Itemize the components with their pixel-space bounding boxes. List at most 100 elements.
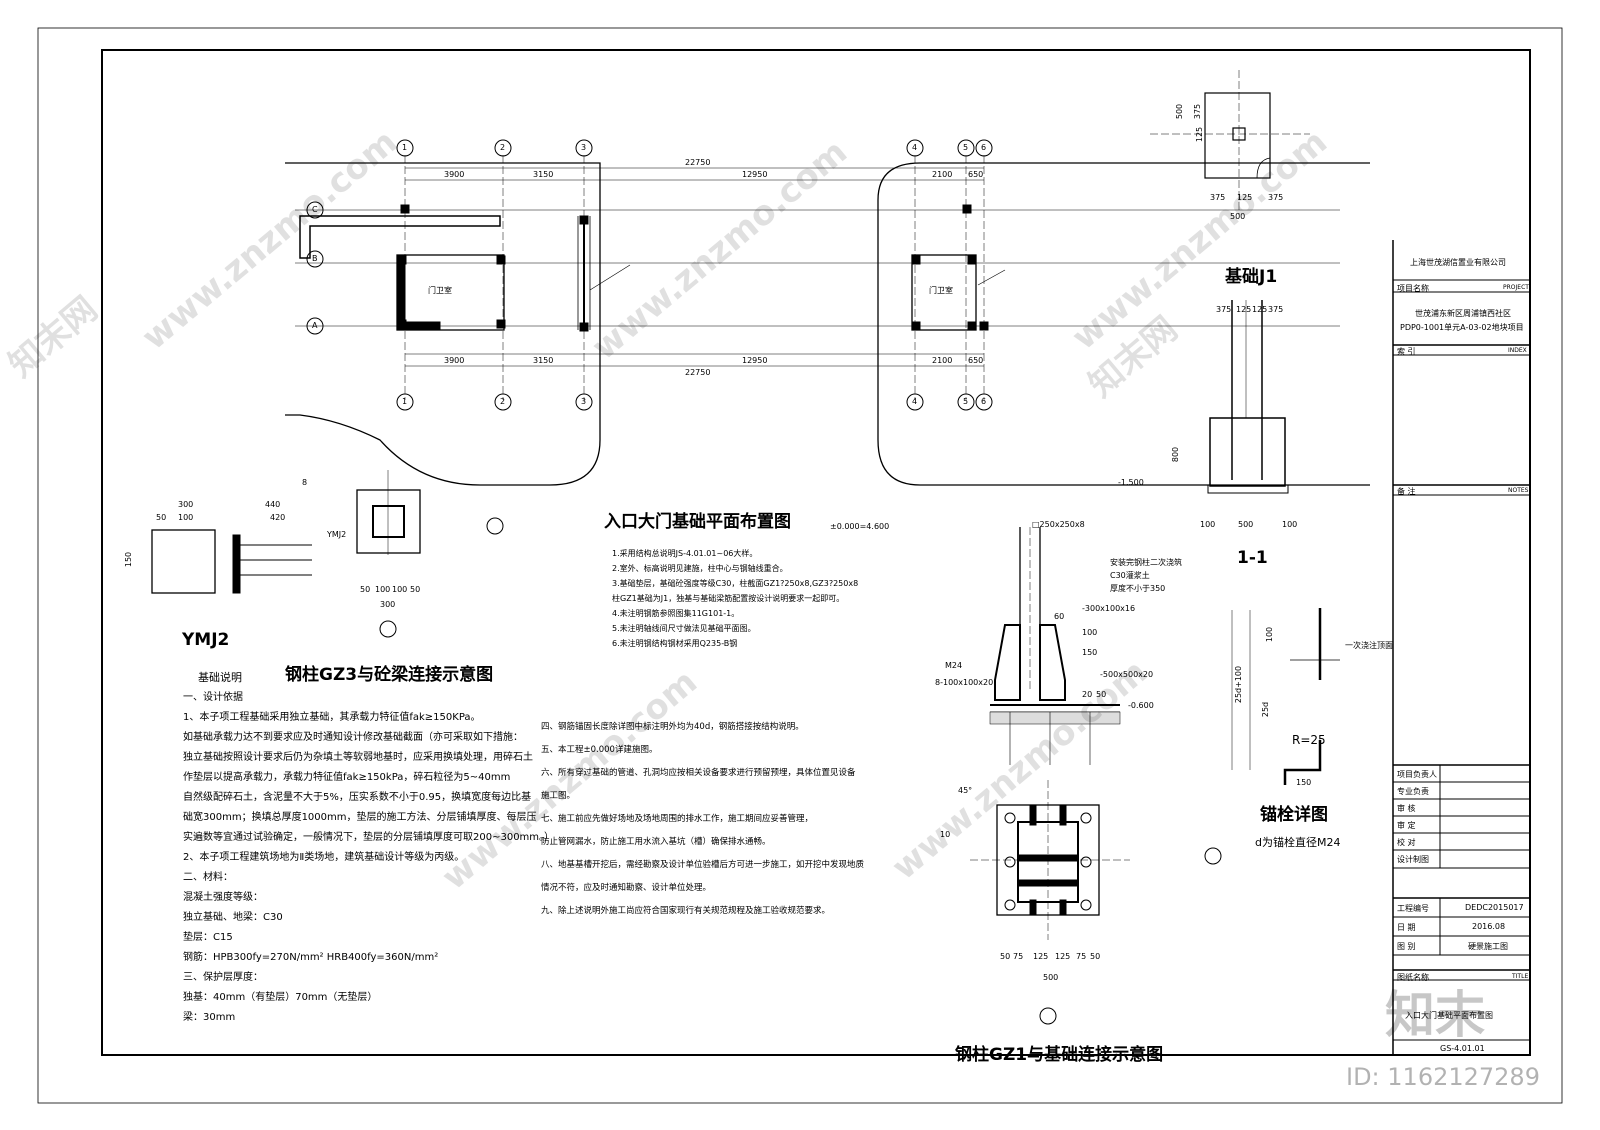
foundation-notes: 一、设计依据 1、本子项工程基础采用独立基础，其承载力特征值fak≥150KPa… (183, 688, 554, 1028)
gz3-label-8: 8 (302, 478, 308, 487)
date-label: 日 期 (1397, 923, 1416, 932)
ymj2-dim-420: 420 (270, 513, 286, 522)
note-line: 自然级配碎石土，含泥量不大于5%，压实系数不小于0.95，换填宽度每边比基 (183, 792, 532, 803)
axis-label-a: A (312, 321, 318, 330)
gz3-dim-50b: 50 (410, 585, 421, 594)
ymj2-dim-440: 440 (265, 500, 281, 509)
dim-3900-bottom: 3900 (444, 356, 465, 365)
watermark-id: ID: 1162127289 (1346, 1063, 1540, 1091)
note-line: 一、设计依据 (183, 692, 243, 703)
j1-dim-375-b: 375 (1210, 193, 1226, 202)
axis-label-4b: 4 (912, 397, 918, 406)
plan-title: 入口大门基础平面布置图 (604, 512, 791, 532)
plan-notes: 1.采用结构总说明JS-4.01.01~06大样。 2.室外、标高说明见建施，柱… (612, 546, 858, 651)
axis-label-1: 1 (402, 143, 408, 152)
gz1-dim-50a: 50 (1000, 952, 1011, 961)
section-title: 1-1 (1237, 548, 1268, 568)
axis-label-5b: 5 (963, 397, 969, 406)
section-dim-100-b: 100 (1282, 520, 1298, 529)
axis-label-b: B (312, 254, 318, 263)
watermark-logo: 知末 (1385, 986, 1485, 1044)
gz1-label-c30: C30灌浆土 (1110, 571, 1150, 580)
axis-label-6b: 6 (981, 397, 987, 406)
dim-2100-bottom: 2100 (932, 356, 953, 365)
role-drafter: 设计制图 (1397, 855, 1429, 864)
room-left-label: 门卫室 (428, 286, 452, 295)
drawing-name-label: 图纸名称 (1397, 973, 1429, 982)
j1-dim-125-b: 125 (1237, 193, 1253, 202)
section-elev: -1.500 (1118, 478, 1144, 487)
anchor-radius: R=25 (1292, 733, 1326, 747)
note-line: 独基：40mm（有垫层）70mm（无垫层） (183, 992, 378, 1003)
gz1-label-stiffener: -300x100x16 (1082, 604, 1136, 613)
dim-3900-top: 3900 (444, 170, 465, 179)
gz1-label-grout: 安装完钢柱二次浇筑 (1110, 558, 1182, 567)
notes-label: 备 注 (1397, 487, 1416, 496)
gz3-dim-50a: 50 (360, 585, 371, 594)
role-review: 审 核 (1397, 804, 1416, 813)
ymj2-title: YMJ2 (182, 630, 230, 650)
foundation-notes-2: 四、钢筋锚固长度除详图中标注明外均为40d，钢筋搭接按结构说明。 五、本工程±0… (541, 716, 864, 923)
section-dim-800: 800 (1171, 446, 1181, 463)
gz1-dim-125a: 125 (1033, 952, 1049, 961)
note-line: 六、所有穿过基础的管道、孔洞均应按相关设备要求进行预留预埋，具体位置见设备 (541, 768, 856, 778)
role-approve: 审 定 (1397, 821, 1416, 830)
plan-note: 3.基础垫层，基础砼强度等级C30，柱截面GZ1?250x8,GZ3?250x8 (612, 579, 859, 588)
j1-dim-125-a: 125 (1195, 126, 1205, 143)
gz1-label-baseplate: -500x500x20 (1100, 670, 1154, 679)
axis-label-2b: 2 (500, 397, 506, 406)
note-line: 八、地基基槽开挖后，需经勘察及设计单位验槽后方可进一步施工，如开挖中发现地质 (541, 860, 865, 870)
note-line: 七、施工前应先做好场地及场地周围的排水工作，施工期间应妥善管理， (541, 814, 814, 824)
role-project-lead: 项目负责人 (1397, 770, 1437, 779)
axis-label-3b: 3 (581, 397, 587, 406)
section-dim-125-a: 125 (1236, 305, 1252, 314)
gz1-label-150: 150 (1082, 648, 1098, 657)
anchor-title: 锚栓详图 (1260, 805, 1328, 825)
anchor-dim-100: 100 (1265, 626, 1275, 643)
anchor-dim-25d: 25d (1261, 701, 1271, 718)
plan-note: 6.未注明钢结构钢材采用Q235-B钢 (612, 639, 738, 648)
note-line: 四、钢筋锚固长度除详图中标注明外均为40d，钢筋搭接按结构说明。 (541, 722, 804, 732)
plan-note: 5.未注明轴线间尺寸做法见基础平面图。 (612, 624, 756, 633)
anchor-dim-150: 150 (1296, 778, 1312, 787)
note-line: 独立基础、地梁：C30 (183, 912, 283, 923)
note-line: 三、保护层厚度： (183, 972, 263, 983)
company-name: 上海世茂湖信置业有限公司 (1410, 258, 1506, 267)
axis-label-5: 5 (963, 143, 969, 152)
project-no-label: 工程编号 (1397, 904, 1429, 913)
section-dim-500: 500 (1238, 520, 1254, 529)
section-dim-375-b: 375 (1268, 305, 1284, 314)
gz1-dim-50b: 50 (1090, 952, 1101, 961)
axis-label-2: 2 (500, 143, 506, 152)
gz1-label-angle: 45° (958, 786, 973, 795)
note-line: 独立基础按照设计要求后仍为杂填土等软弱地基时，应采用换填处理，用碎石土 (183, 752, 533, 763)
role-discipline-lead: 专业负责 (1397, 787, 1429, 796)
gz1-label-100: 100 (1082, 628, 1098, 637)
gz1-label-column: □250x250x8 (1032, 520, 1085, 529)
elevation-label: ±0.000=4.600 (830, 522, 890, 531)
note-line: 如基础承载力达不到要求应及时通知设计修改基础截面（亦可采取如下措施： (183, 732, 523, 743)
note-line: 二、材料： (183, 872, 233, 883)
gz3-dim-300: 300 (380, 600, 396, 609)
note-line: 1、本子项工程基础采用独立基础，其承载力特征值fak≥150KPa。 (183, 712, 481, 723)
project-name-1: 世茂浦东新区周浦镇西社区 (1415, 309, 1511, 318)
axis-label-6: 6 (981, 143, 987, 152)
dim-total-bottom: 22750 (685, 368, 711, 377)
dim-3150-top: 3150 (533, 170, 554, 179)
plan-note: 1.采用结构总说明JS-4.01.01~06大样。 (612, 549, 758, 558)
note-line: 五、本工程±0.000详建施图。 (541, 745, 658, 755)
project-name-2: PDP0-1001单元A-03-02地块项目 (1400, 323, 1524, 332)
plan-note: 4.未注明钢筋参照图集11G101-1。 (612, 609, 740, 618)
gz1-label-weld: 10 (940, 830, 951, 839)
ymj2-dim-100: 100 (178, 513, 194, 522)
date-value: 2016.08 (1472, 922, 1506, 931)
gz1-label-bolt: M24 (945, 661, 963, 670)
stage-value: 硬景施工图 (1468, 942, 1508, 951)
dim-total-top: 22750 (685, 158, 711, 167)
notes-label-en: NOTES (1508, 487, 1529, 494)
note-line: 防止管网漏水，防止施工用水流入基坑（槽）确保排水通畅。 (541, 837, 771, 847)
gz1-dim-125b: 125 (1055, 952, 1071, 961)
room-right-label: 门卫室 (929, 286, 953, 295)
gz1-dim-75b: 75 (1076, 952, 1087, 961)
